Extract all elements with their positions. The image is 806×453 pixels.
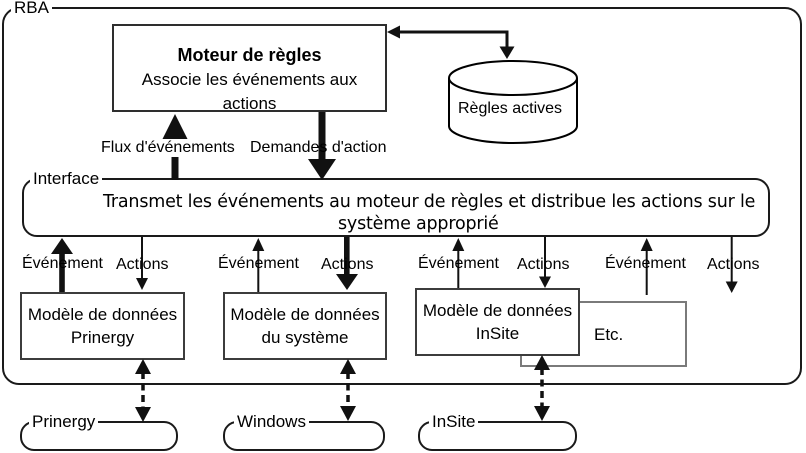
data-model-system-line2: du système — [261, 328, 349, 347]
rba-container-box — [2, 7, 802, 385]
actions-label-4: Actions — [707, 256, 760, 273]
data-model-insite-line2: InSite — [475, 324, 520, 343]
rules-engine-subtitle-line2: actions — [222, 94, 277, 113]
data-model-box-system: Modèle de données du système — [223, 292, 387, 360]
system-label-windows: Windows — [234, 413, 309, 430]
data-model-prinergy-line1: Modèle de données — [27, 305, 178, 324]
actions-label-3: Actions — [517, 256, 570, 273]
event-label-1: Événement — [22, 255, 103, 272]
etc-label: Etc. — [594, 325, 624, 344]
active-rules-label: Règles actives — [458, 100, 563, 117]
data-model-box-insite: Modèle de données InSite — [415, 288, 580, 356]
data-model-box-prinergy: Modèle de données Prinergy — [20, 292, 185, 360]
event-label-2: Événement — [218, 255, 299, 272]
interface-label: Interface — [30, 170, 103, 187]
events-flow-label: Flux d'événements — [100, 139, 236, 157]
data-model-system-line1: Modèle de données — [230, 305, 380, 324]
system-label-prinergy: Prinergy — [29, 413, 99, 430]
interface-description-line2: système approprié — [338, 214, 499, 234]
action-requests-label: Demandes d'action — [250, 139, 387, 156]
interface-box — [22, 178, 770, 237]
rules-engine-title: Moteur de règles — [177, 45, 322, 65]
rules-engine-box: Moteur de règles Associe les événements … — [112, 24, 387, 113]
event-label-3: Événement — [418, 255, 499, 272]
system-label-insite: InSite — [429, 413, 479, 430]
actions-label-2: Actions — [321, 256, 374, 273]
event-label-4: Événement — [605, 255, 686, 272]
data-model-prinergy-line2: Prinergy — [70, 328, 135, 347]
data-model-insite-line1: Modèle de données — [422, 301, 573, 320]
interface-description-line1: Transmet les événements au moteur de règ… — [103, 192, 756, 212]
rba-label: RBA — [11, 0, 52, 16]
actions-label-1: Actions — [116, 256, 169, 273]
rules-engine-subtitle-line1: Associe les événements aux — [141, 70, 358, 89]
